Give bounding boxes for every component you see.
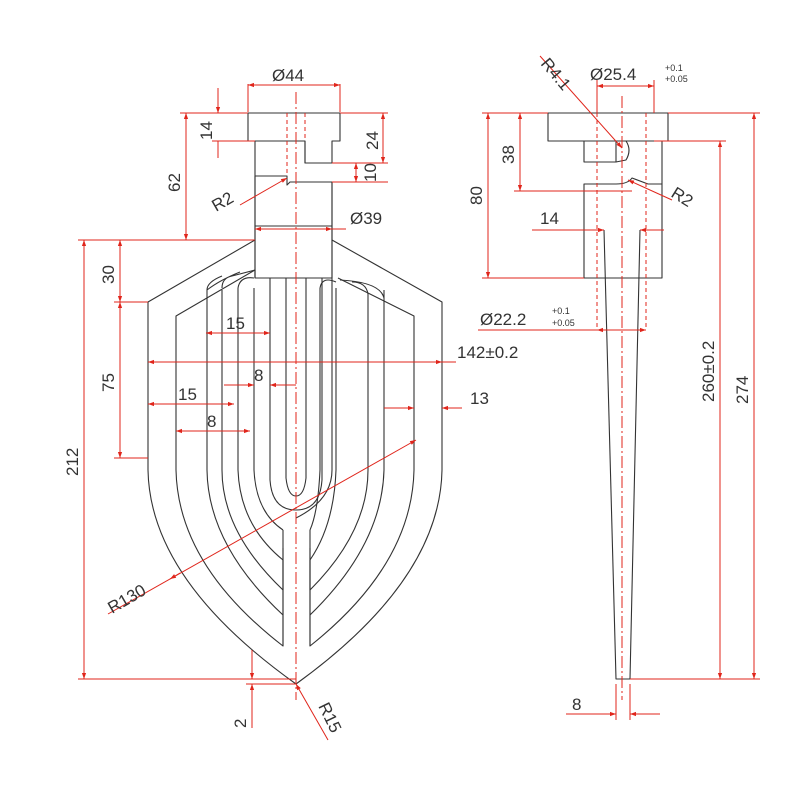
dim-label-15b: 15 (178, 385, 197, 404)
leader-r130 (107, 439, 417, 615)
dim-label-r15: R15 (314, 699, 345, 735)
beater-middle-loop-inner (221, 290, 284, 591)
dim-label-260: 260±0.2 (699, 341, 718, 402)
beater-tip-slot (282, 530, 311, 646)
dim-label-dia-25-4: Ø25.4 (590, 65, 636, 84)
beater-inner-loop-right (309, 279, 337, 561)
dim-label-80: 80 (467, 186, 486, 205)
dim-label-274: 274 (733, 376, 752, 404)
dim-label-15a: 15 (226, 314, 245, 333)
dim-label-r2-side: R2 (668, 183, 697, 211)
side-head-outline (547, 112, 669, 142)
shaft-lower-outline (254, 176, 333, 278)
dim-label-14: 14 (197, 121, 216, 140)
tol-lower-25-4: +0.05 (665, 74, 688, 84)
side-blade-outline (603, 229, 641, 680)
leader-r2-side (627, 179, 673, 201)
front-view: Ø44 14 24 10 62 R2 Ø39 212 (63, 66, 518, 741)
dim-label-75: 75 (99, 373, 118, 392)
dim-label-dia-22-2: Ø22.2 (480, 310, 526, 329)
side-view: R4.1 Ø25.4 +0.1 +0.05 38 80 R2 14 Ø22.2 … (467, 54, 760, 720)
beater-outer-window-right (309, 277, 415, 647)
dim-label-30: 30 (99, 265, 118, 284)
dim-label-24: 24 (363, 131, 382, 150)
dim-label-dia-39: Ø39 (350, 209, 382, 228)
side-hub-outline (583, 177, 663, 279)
dim-label-r130: R130 (105, 581, 150, 618)
beater-middle-loop (206, 269, 284, 616)
tol-upper-25-4: +0.1 (665, 63, 683, 73)
leader-r2-front (239, 177, 288, 206)
side-hub-upper-right (615, 140, 630, 163)
tol-lower-22-2: +0.05 (552, 318, 575, 328)
hub-head-outline (248, 112, 341, 279)
dim-label-212: 212 (63, 448, 82, 476)
leader-r15 (295, 683, 329, 741)
dim-label-142: 142±0.2 (457, 343, 518, 362)
dim-label-10: 10 (361, 163, 380, 182)
dim-label-14-side: 14 (540, 209, 559, 228)
tol-upper-22-2: +0.1 (552, 306, 570, 316)
dim-label-8b: 8 (207, 412, 216, 431)
hub-head-shoulder (247, 113, 255, 142)
dim-label-8a: 8 (254, 366, 263, 385)
dim-label-8-side: 8 (572, 695, 581, 714)
keyway-slot (304, 141, 332, 164)
dim-label-13: 13 (470, 389, 489, 408)
beater-middle-loop-right (309, 279, 385, 616)
dim-label-38: 38 (499, 145, 518, 164)
leader-r130-arrow (169, 572, 181, 580)
dim-label-62: 62 (165, 173, 184, 192)
dim-label-r2-front: R2 (209, 188, 237, 215)
beater-outer-window (175, 269, 333, 647)
beater-inner-loop (237, 277, 284, 561)
dim-label-dia-44: Ø44 (272, 66, 304, 85)
leader-r4-1 (539, 55, 623, 149)
dim-label-2: 2 (231, 719, 250, 728)
side-collar-outline (583, 141, 617, 163)
